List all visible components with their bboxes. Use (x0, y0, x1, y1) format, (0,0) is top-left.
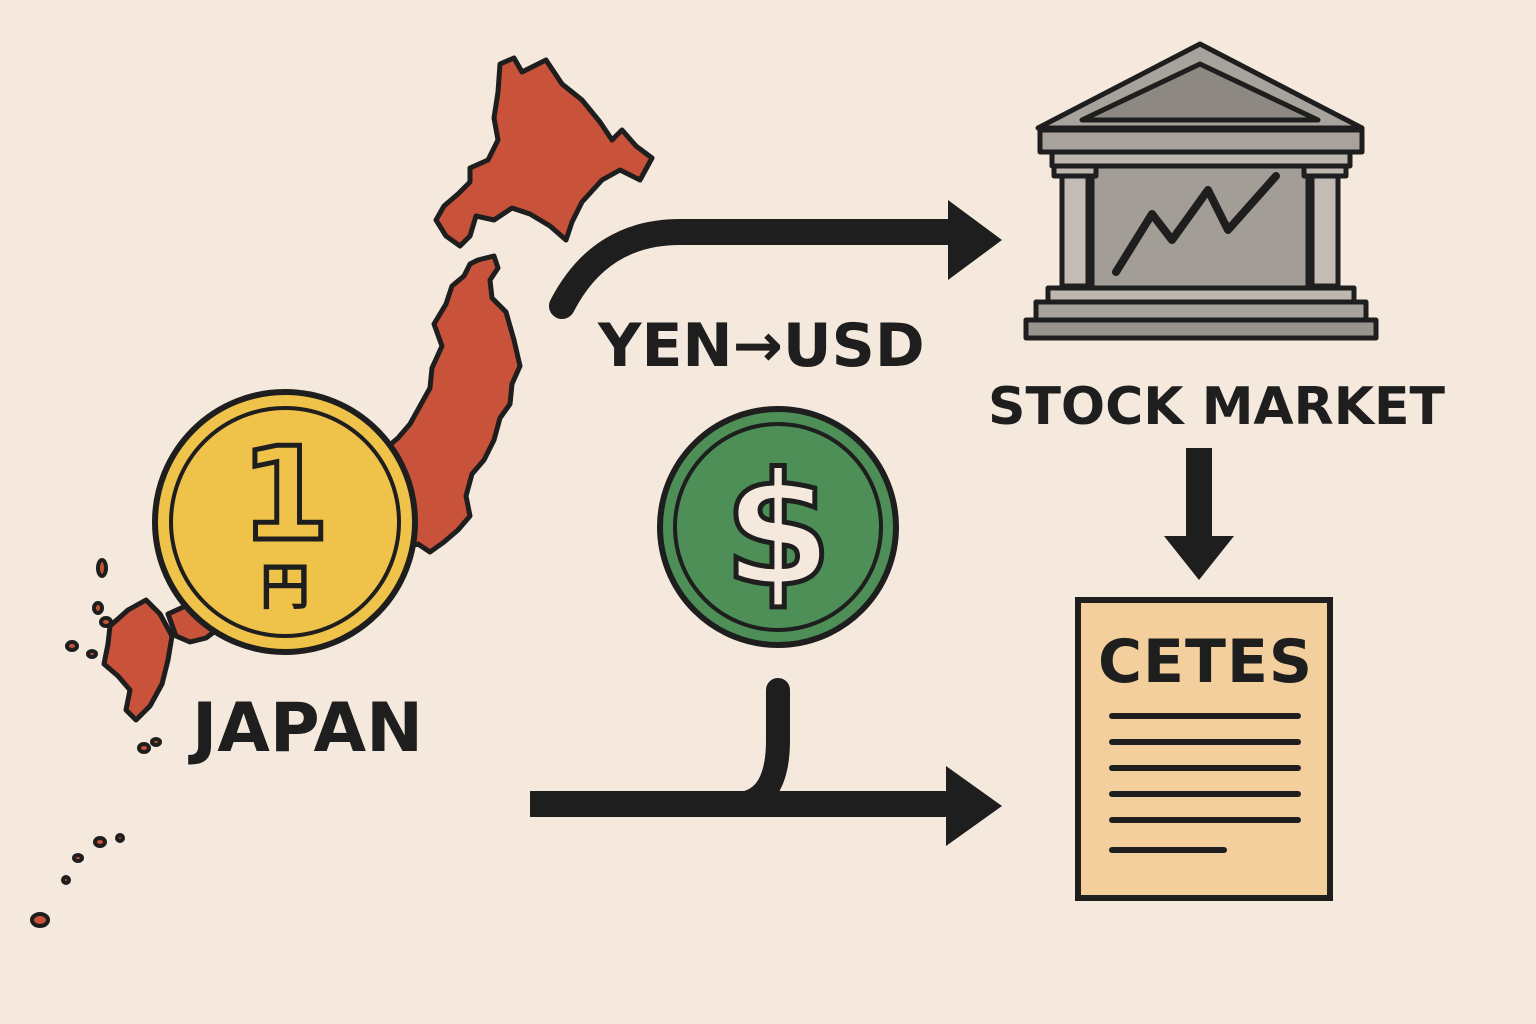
stock-market-label: STOCK MARKET (988, 377, 1446, 437)
arrow-to-cetes (530, 678, 1002, 846)
yen-coin-icon (152, 389, 418, 655)
cetes-label: CETES (1098, 627, 1314, 697)
hokkaido-island (433, 55, 655, 249)
currency-conversion-label: YEN→USD (598, 311, 925, 381)
stock-exchange-building-icon (1023, 41, 1379, 341)
dollar-coin-icon (657, 406, 899, 648)
small-islands (30, 558, 162, 928)
trend-line-icon (1112, 172, 1280, 276)
japan-label: JAPAN (192, 689, 424, 768)
yen-coin-kanji: 円 (260, 558, 310, 616)
yen-coin-numeral: 1 (238, 421, 332, 570)
dollar-sign-icon: $ (721, 439, 835, 621)
document-text-lines (1109, 713, 1301, 853)
cetes-document-icon (1075, 597, 1333, 901)
arrow-stock-market-to-cetes (1164, 448, 1234, 580)
arrow-japan-to-stock-market (549, 200, 1002, 319)
kyushu-island (101, 597, 175, 723)
